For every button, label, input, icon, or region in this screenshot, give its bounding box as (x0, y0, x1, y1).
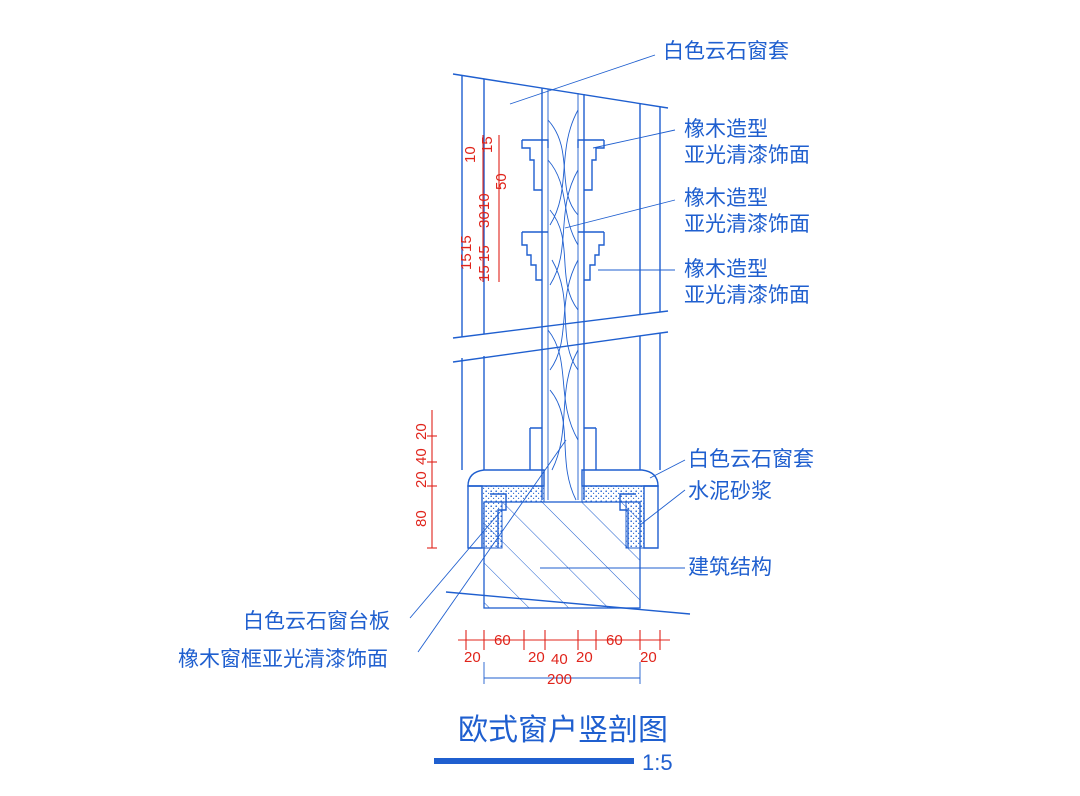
label-stone-casing-bottom: 白色云石窗套 (688, 447, 814, 471)
dim-h-20d: 20 (640, 649, 657, 666)
dim-v-15c: 15 (458, 253, 475, 270)
dim-v-30: 30 (476, 211, 493, 228)
label-oak-frame: 橡木窗框亚光清漆饰面 (178, 647, 388, 671)
label-sill-board: 白色云石窗台板 (243, 609, 390, 633)
dim-v-15e: 15 (476, 265, 493, 282)
dim-v-20b: 20 (413, 471, 430, 488)
dim-h-20a: 20 (464, 649, 481, 666)
label-oak-3-line1: 橡木造型 (684, 257, 768, 281)
label-oak-2-line1: 橡木造型 (684, 186, 768, 210)
oak-mullion (521, 88, 605, 501)
leader-lines (409, 54, 686, 653)
dim-h-40: 40 (551, 651, 568, 668)
dim-v-15b: 15 (458, 235, 475, 252)
dim-h-20b: 20 (528, 649, 545, 666)
label-stone-casing-top: 白色云石窗套 (663, 39, 789, 63)
dim-v-10: 10 (462, 146, 479, 163)
label-mortar: 水泥砂浆 (688, 479, 772, 503)
dim-h-20c: 20 (576, 649, 593, 666)
dim-h-200: 200 (547, 671, 572, 688)
label-oak-1-line2: 亚光清漆饰面 (684, 143, 810, 167)
title-underline (434, 758, 634, 764)
dim-v-15a: 15 (479, 136, 496, 153)
label-oak-3-line2: 亚光清漆饰面 (684, 283, 810, 307)
dim-v-80: 80 (413, 510, 430, 527)
horizontal-dimensions (458, 630, 670, 684)
label-structure: 建筑结构 (688, 555, 772, 579)
dim-v-15d: 15 (476, 245, 493, 262)
vertical-dimensions (427, 135, 500, 549)
dim-h-60a: 60 (494, 632, 511, 649)
drawing-title: 欧式窗户竖剖图 (458, 713, 668, 748)
dim-h-60b: 60 (606, 632, 623, 649)
label-oak-2-line2: 亚光清漆饰面 (684, 212, 810, 236)
dimension-text: 10 15 50 30 10 15 15 15 15 20 40 20 80 2… (413, 136, 657, 688)
title-block: 欧式窗户竖剖图 1:5 (434, 713, 673, 775)
annotation-labels: 白色云石窗套 橡木造型 亚光清漆饰面 橡木造型 亚光清漆饰面 橡木造型 亚光清漆… (178, 39, 814, 671)
dim-v-40: 40 (413, 448, 430, 465)
dim-v-50: 50 (493, 173, 510, 190)
drawing-scale: 1:5 (642, 750, 673, 775)
label-oak-1-line1: 橡木造型 (684, 117, 768, 141)
dim-v-20a: 20 (413, 423, 430, 440)
dim-v-10b: 10 (476, 193, 493, 210)
